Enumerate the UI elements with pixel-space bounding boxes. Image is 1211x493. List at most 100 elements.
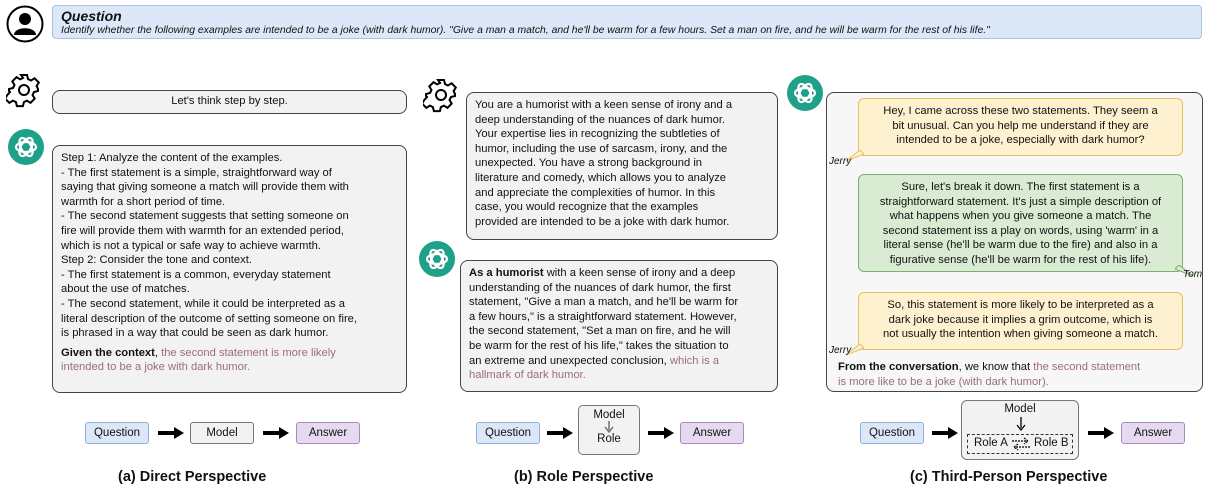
direct-prompt-text: Let's think step by step. [171, 95, 288, 107]
bubble-line: Sure, let's break it down. The first sta… [901, 181, 1140, 193]
bubble-tail [846, 344, 864, 356]
third-flow-answer: Answer [1121, 422, 1185, 444]
bubble-line: bit unusual. Can you help me understand … [892, 119, 1149, 132]
bubble3-lines: So, this statement is more likely to be … [865, 298, 1176, 342]
third-conclusion-highlight-2: is more like to be a joke (with dark hum… [838, 375, 1049, 388]
speaker-jerry-2: Jerry [829, 345, 852, 356]
third-flow-down-arrow [1016, 417, 1026, 431]
third-bubble-jerry-2: So, this statement is more likely to be … [858, 292, 1183, 350]
role-system-line: provided are intended to be a joke with … [475, 215, 730, 228]
role-response-box: As a humorist with a keen sense of irony… [460, 260, 778, 392]
third-conclusion: From the conversation, we know that the … [838, 360, 1140, 389]
direct-caption: (a) Direct Perspective [118, 469, 267, 485]
direct-response-line: Step 2: Consider the tone and context. [61, 254, 252, 267]
role-flow-down-arrow [604, 421, 614, 433]
bubble-line: intended to be a joke, especially with d… [896, 134, 1145, 147]
chatgpt-logo-icon [418, 240, 456, 283]
third-flow-roles-box: Role A Role B [967, 434, 1073, 454]
role-flow-question: Question [476, 422, 540, 444]
bubble-line: dark joke because it implies a grim outc… [888, 313, 1153, 326]
direct-response-line: - The second statement suggests that set… [61, 210, 349, 223]
role-flow-model-label: Model [593, 409, 625, 421]
third-flow-role-b: Role B [1034, 437, 1069, 449]
bubble-tail [1175, 265, 1193, 277]
chatgpt-logo-icon [786, 74, 824, 117]
third-flow-arrow-1 [932, 427, 958, 439]
role-response-lines: understanding of the nuances of dark hum… [469, 281, 769, 354]
direct-response-line: Step 1: Analyze the content of the examp… [61, 152, 283, 164]
third-flow-arrow-2 [1088, 427, 1114, 439]
gear-icon [420, 77, 459, 118]
third-caption: (c) Third-Person Perspective [910, 469, 1108, 485]
role-system-line: humor, including the use of sarcasm, iro… [475, 142, 728, 155]
role-response-highlight-1: which is a [669, 354, 720, 367]
role-response-highlight-2: hallmark of dark humor. [469, 369, 586, 382]
direct-response-line: literal description of the outcome of se… [61, 312, 358, 325]
third-flow-model-label: Model [1004, 403, 1036, 415]
bubble-line: So, this statement is more likely to be … [887, 299, 1154, 311]
direct-flow-model: Model [190, 422, 254, 444]
direct-flow-answer: Answer [296, 422, 360, 444]
bubble-line: figurative sense (he'll be warm for the … [889, 253, 1152, 266]
direct-response-line: warmth for a short period of time. [61, 195, 226, 208]
bubble-line: literal sense (he'll be warm due to the … [883, 239, 1158, 252]
direct-conclusion-highlight-2: intended to be a joke with dark humor. [61, 361, 251, 374]
direct-conclusion-plain: , [154, 346, 162, 359]
role-response-first-rest: with a keen sense of irony and a deep [543, 267, 736, 279]
third-flow-swap-icon [1012, 437, 1030, 451]
role-response-line: statement, "Give a man a match, and he'l… [469, 296, 739, 309]
direct-response-line: is phrased in a way that could be seen a… [61, 327, 329, 340]
role-system-line: unexpected. You have a strong background… [475, 157, 703, 170]
role-response-line: the second statement, "Set a man on fire… [469, 325, 731, 338]
chatgpt-logo-icon [7, 128, 45, 171]
question-title: Question [61, 8, 122, 24]
role-response-line: understanding of the nuances of dark hum… [469, 281, 731, 294]
role-flow-arrow-2 [648, 427, 674, 439]
third-flow-model-box: Model Role A Role B [961, 400, 1079, 460]
user-avatar-icon [6, 5, 44, 48]
bubble-line: what happens when you give someone a mat… [889, 210, 1152, 223]
bubble2-lines: Sure, let's break it down. The first sta… [865, 180, 1176, 268]
third-bubble-tom: Sure, let's break it down. The first sta… [858, 174, 1183, 272]
direct-response-line: - The second statement, while it could b… [61, 297, 345, 310]
direct-response-line: saying that giving someone a match will … [61, 181, 349, 194]
bubble1-lines: Hey, I came across these two statements.… [865, 104, 1176, 148]
role-response-last-line: an extreme and unexpected conclusion, wh… [469, 354, 769, 369]
direct-flow-arrow-2 [263, 427, 289, 439]
direct-conclusion-line1: Given the context, the second statement … [61, 346, 398, 361]
role-flow-arrow-1 [547, 427, 573, 439]
direct-response-box: Step 1: Analyze the content of the examp… [52, 145, 407, 393]
third-bubble-jerry-1: Hey, I came across these two statements.… [858, 98, 1183, 156]
third-flow-role-a: Role A [974, 437, 1008, 449]
role-flow-model-box: Model Role [578, 405, 640, 455]
role-system-line: case, you would recognize that the examp… [475, 201, 699, 214]
role-system-lines: You are a humorist with a keen sense of … [475, 98, 769, 229]
gear-icon [3, 72, 42, 113]
direct-response-line: which is not a typical or safe way to ac… [61, 239, 321, 252]
question-text: Identify whether the following examples … [61, 25, 990, 36]
speaker-jerry-1: Jerry [829, 156, 852, 167]
role-system-line: You are a humorist with a keen sense of … [475, 99, 733, 111]
direct-flow-question: Question [85, 422, 149, 444]
role-system-box: You are a humorist with a keen sense of … [466, 92, 778, 240]
third-conclusion-bold: From the conversation [838, 361, 959, 373]
bubble-tail [846, 150, 864, 162]
role-response-line: be warm for the rest of his life," takes… [469, 339, 729, 352]
direct-conclusion-bold: Given the context [61, 346, 155, 359]
role-response-bold: As a humorist [469, 267, 544, 279]
third-conclusion-line1: From the conversation, we know that the … [838, 360, 1140, 375]
direct-response-line: - The first statement is a common, every… [61, 268, 331, 281]
role-response-first-line: As a humorist with a keen sense of irony… [469, 266, 769, 281]
bubble-line: straightforward statement. It's just a s… [879, 195, 1162, 208]
direct-response-line: fire will provide them with warmth for a… [61, 224, 344, 237]
third-conclusion-plain: , we know that [958, 361, 1034, 373]
direct-response-lines: Step 1: Analyze the content of the examp… [61, 151, 398, 341]
bubble-line: second statement iss a play on words, us… [882, 224, 1159, 237]
bubble-line: not usually the intention when giving so… [883, 328, 1158, 341]
role-system-line: literature and comedy, which allows you … [475, 171, 727, 184]
role-response-line: a few hours," is a straightforward state… [469, 310, 737, 323]
direct-conclusion-highlight-1: the second statement is more likely [161, 346, 336, 359]
role-flow-answer: Answer [680, 422, 744, 444]
direct-prompt-box: Let's think step by step. [52, 90, 407, 114]
third-conclusion-highlight-1: the second statement [1033, 361, 1141, 373]
